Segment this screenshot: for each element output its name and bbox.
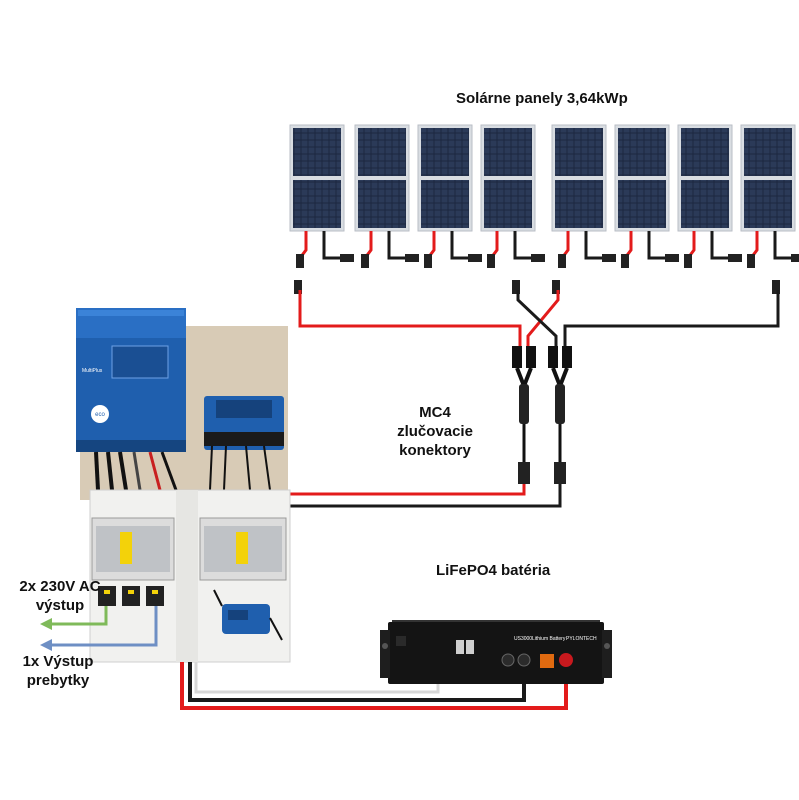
ac-output-arrow (40, 618, 52, 630)
pv-negative-to-board-wire (290, 484, 562, 508)
ac-label-line-2: výstup (35, 596, 85, 614)
mc4-combiner-negative (548, 346, 572, 484)
inverter-model-text: MultiPlus (82, 368, 103, 374)
battery-label: LiFePO4 batéria (436, 562, 551, 579)
surplus-label-line-2: prebytky (26, 671, 90, 689)
inverter-eco-text: eco (95, 412, 105, 418)
surplus-output-wire (50, 606, 158, 647)
solar-panel (677, 124, 733, 232)
mc4-combiner-positive (512, 346, 536, 484)
solar-panel (354, 124, 410, 232)
mc4-label-line-2: konektory (399, 441, 471, 459)
panel-pigtail (558, 231, 616, 268)
battery-positive-cable (180, 662, 568, 710)
panel-pigtail (296, 231, 354, 268)
battery-model-text: US3000 (514, 636, 532, 642)
panel-pigtail (424, 231, 482, 268)
surplus-output-label: 1x Výstup prebytky (4, 653, 112, 691)
multiplus-inverter: eco MultiPlus (76, 308, 186, 452)
solar-panel (480, 124, 536, 232)
solar-panel (740, 124, 796, 232)
solar-panel (614, 124, 670, 232)
string-end-connector (772, 280, 780, 294)
solar-panels-label: Solárne panely 3,64kWp (456, 90, 628, 107)
solar-panel (551, 124, 607, 232)
mc4-combiner-label: MC4 zlučovacie konektory (380, 404, 490, 460)
string-end-connector (552, 280, 560, 294)
battery-monitor-module (213, 589, 283, 641)
mppt-charge-controller (204, 396, 284, 491)
string-positive-wire (298, 290, 522, 350)
pv-positive-to-board-wire (290, 484, 526, 496)
solar-panel (417, 124, 473, 232)
panel-pigtail (621, 231, 679, 268)
inverter-cables (94, 451, 178, 491)
surplus-output-arrow (40, 639, 52, 651)
ac-label-line-1: 2x 230V AC (19, 578, 101, 595)
solar-panel (289, 124, 345, 232)
string-end-connector (512, 280, 520, 294)
solar-panel-array (289, 124, 796, 232)
panel-pigtail (361, 231, 419, 268)
panel-pigtail (487, 231, 545, 268)
battery-type-text: Lithium Battery (532, 636, 566, 642)
mc4-label-line-1: MC4 zlučovacie (397, 404, 473, 440)
panel-pigtail (747, 231, 799, 268)
string-cross-positive-wire (526, 290, 560, 350)
panel-pigtail (684, 231, 742, 268)
lifepo4-battery: US3000 Lithium Battery PYLONTECH (380, 620, 612, 684)
ac-output-label: 2x 230V AC výstup (6, 578, 114, 616)
ac-output-wire (50, 606, 108, 626)
string-cross-negative-wire (516, 290, 558, 350)
distribution-board (89, 489, 291, 663)
battery-brand-text: PYLONTECH (566, 636, 597, 642)
string-negative-wire (563, 290, 780, 350)
string-end-connector (294, 280, 302, 294)
surplus-label-line-1: 1x Výstup (22, 653, 94, 670)
panel-cables (294, 231, 799, 294)
